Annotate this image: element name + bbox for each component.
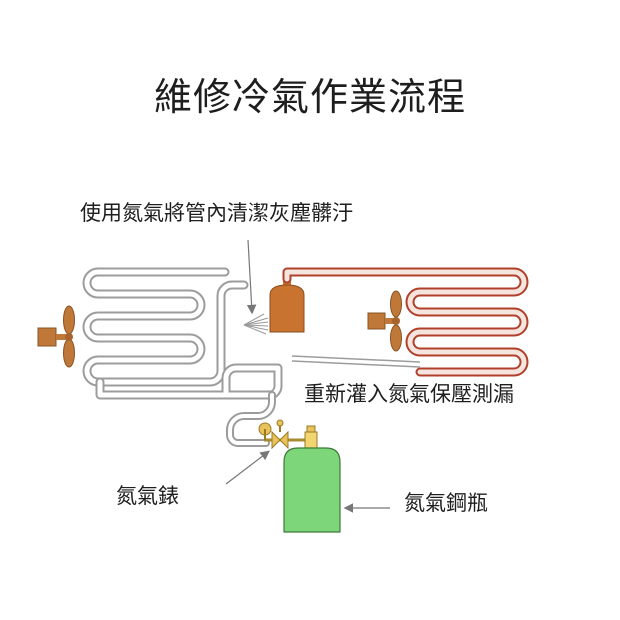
label-clean-pipe: 使用氮氣將管內清潔灰塵髒汙 — [80, 201, 353, 225]
label-nitrogen-gauge: 氮氣錶 — [116, 484, 179, 508]
condenser-coil — [282, 267, 529, 377]
left-fan — [37, 305, 75, 368]
capillary-line — [291, 355, 421, 368]
receiver-tank — [269, 279, 305, 333]
label-nitrogen-cylinder: 氮氣鋼瓶 — [404, 491, 488, 515]
page-title: 維修冷氣作業流程 — [153, 75, 466, 119]
label-refill-pressure-test: 重新灌入氮氣保壓測漏 — [304, 382, 514, 406]
nitrogen-gauge — [258, 419, 318, 450]
nitrogen-cylinder — [283, 447, 341, 533]
nitrogen-spray — [243, 313, 269, 335]
pointer-lines — [225, 239, 390, 513]
evaporator-coil — [82, 267, 283, 447]
right-fan — [367, 290, 402, 352]
